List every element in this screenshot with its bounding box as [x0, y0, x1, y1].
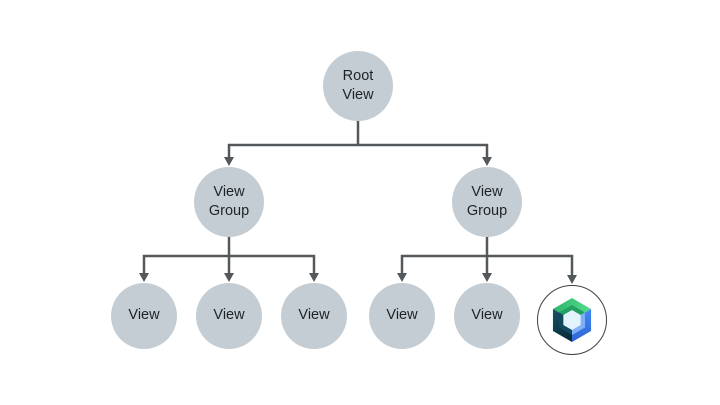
arrow-down-icon	[309, 273, 319, 282]
arrow-down-icon	[482, 273, 492, 282]
compose-logo-node	[537, 285, 607, 355]
node-label: View	[386, 307, 418, 324]
root-view-node: Root View	[323, 51, 393, 121]
arrow-down-icon	[397, 273, 407, 282]
view-group-right-node: View Group	[452, 167, 522, 237]
node-label: View	[298, 307, 330, 324]
arrow-down-icon	[482, 157, 492, 166]
jetpack-compose-icon	[552, 298, 592, 342]
node-label: View Group	[466, 183, 508, 219]
connector-tier1	[227, 143, 489, 159]
node-label: View	[128, 307, 160, 324]
view-node: View	[454, 283, 520, 349]
arrow-down-icon	[567, 275, 577, 284]
arrow-down-icon	[224, 273, 234, 282]
view-node: View	[196, 283, 262, 349]
node-label: View	[471, 307, 503, 324]
connector-tier2-left	[142, 254, 316, 274]
view-node: View	[111, 283, 177, 349]
node-label: View Group	[208, 183, 250, 219]
node-label: View	[213, 307, 245, 324]
arrow-down-icon	[139, 273, 149, 282]
arrowheads	[139, 157, 577, 284]
arrow-down-icon	[224, 157, 234, 166]
connector-tier2-right	[400, 254, 574, 276]
view-node: View	[369, 283, 435, 349]
view-group-left-node: View Group	[194, 167, 264, 237]
view-node: View	[281, 283, 347, 349]
node-label: Root View	[342, 67, 374, 103]
